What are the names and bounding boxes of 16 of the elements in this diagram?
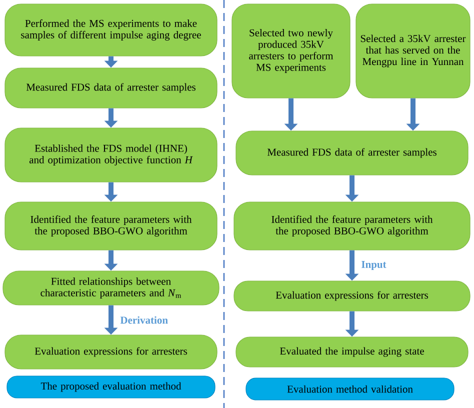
process-box: Selected a 35kV arrester that has served on the Mengpu line in Yunnan — [356, 4, 470, 98]
edge-label: Derivation — [120, 316, 168, 324]
process-box: Measured FDS data of arrester samples — [236, 130, 468, 176]
process-box: Fitted relationships between characteristic parameters and N$_{m}$ — [2, 270, 220, 306]
process-box: Evaluated the impulse aging state — [236, 336, 468, 368]
section-label: The proposed evaluation method — [6, 376, 216, 398]
process-box: Selected two newly produced 35kV arresters to perform MS experiments — [232, 4, 350, 98]
process-box: Evaluation expressions for arresters — [234, 280, 470, 312]
edge-label: Input — [362, 260, 386, 270]
process-box: Performed the MS experiments to make samples of different impulse aging degree — [4, 4, 218, 56]
section-label: Evaluation method validation — [246, 378, 454, 400]
process-box: Measured FDS data of arrester samples — [4, 68, 218, 108]
process-box: Evaluation expressions for arresters — [4, 334, 218, 370]
process-box: Identified the feature parameters with the proposed BBO-GWO algorithm — [4, 202, 218, 250]
process-box: Identified the feature parameters with the proposed BBO-GWO algorithm — [234, 202, 470, 250]
process-box: Established the FDS model (IHNE) and optimization objective function H — [4, 128, 218, 182]
